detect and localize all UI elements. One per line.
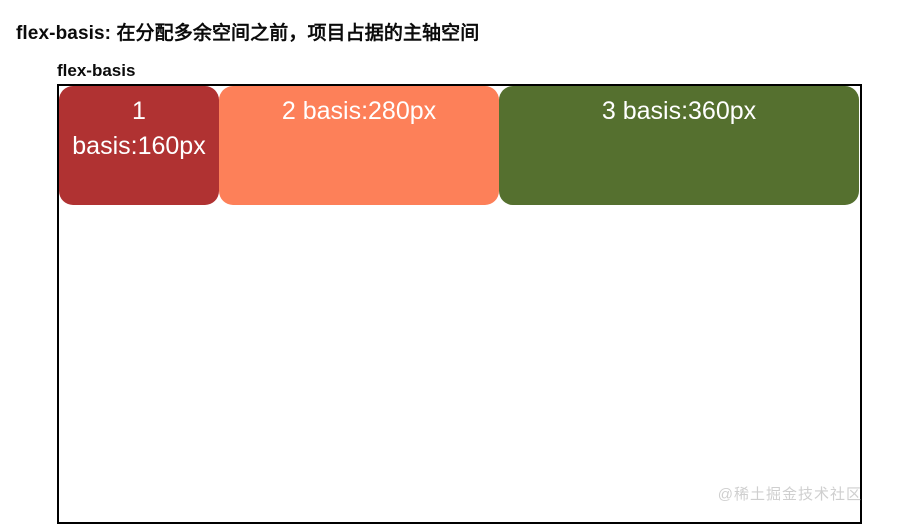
flex-container: 1 basis:160px 2 basis:280px 3 basis:360p… bbox=[57, 84, 862, 524]
flex-item-3-label: 3 basis:360px bbox=[601, 97, 757, 125]
flex-item-2-label: 2 basis:280px bbox=[281, 97, 437, 125]
flex-item-1[interactable]: 1 basis:160px bbox=[59, 86, 219, 205]
flex-item-2[interactable]: 2 basis:280px bbox=[219, 86, 499, 205]
flex-item-1-basis-label: basis:160px bbox=[72, 132, 206, 160]
watermark: @稀土掘金技术社区 bbox=[717, 486, 862, 503]
demo-section-label: flex-basis bbox=[57, 61, 136, 80]
flex-item-1-index: 1 bbox=[132, 97, 146, 125]
flex-item-3[interactable]: 3 basis:360px bbox=[499, 86, 859, 205]
page-title: flex-basis: 在分配多余空间之前，项目占据的主轴空间 bbox=[16, 23, 480, 44]
